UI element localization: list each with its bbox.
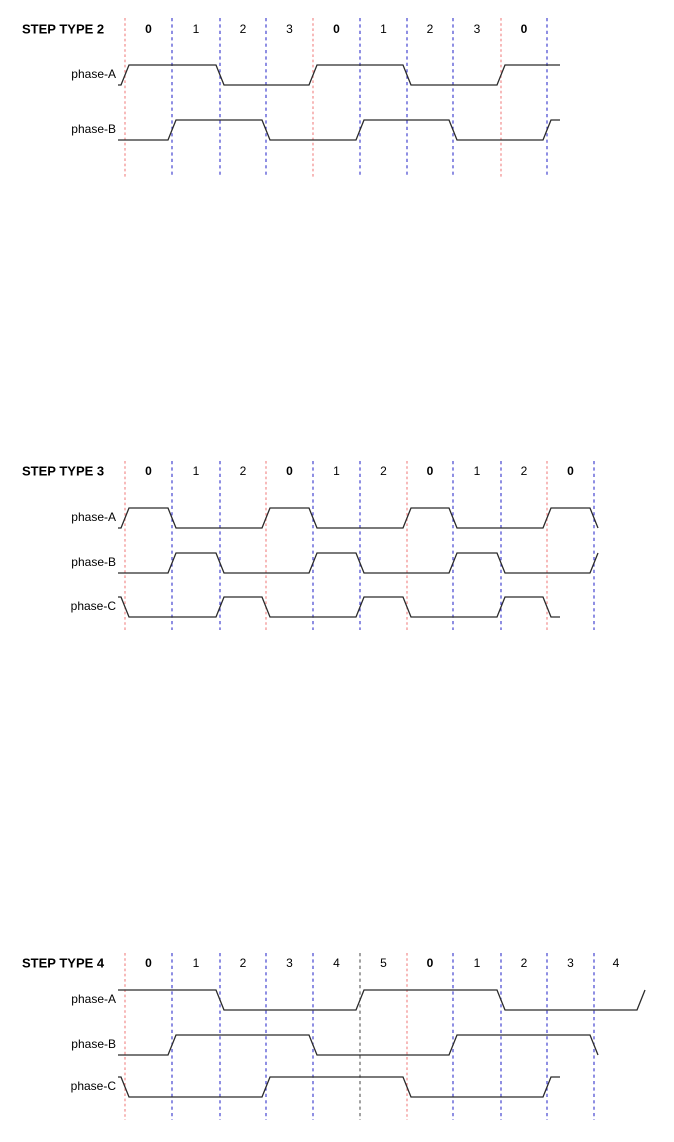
step-type-3-canvas: STEP TYPE 3 0 1 2 0 1 2 0 1 2 0 phase-A phase-B phase… <box>22 461 599 630</box>
step-label: 1 <box>193 22 200 36</box>
step-type-2-canvas: STEP TYPE 2 0 1 2 3 0 1 2 3 0 phase-A phase-B <box>22 18 560 178</box>
step-label: 2 <box>521 464 528 478</box>
waveform-phase-c <box>118 596 560 618</box>
step-label: 3 <box>567 956 574 970</box>
step-label: 3 <box>474 22 481 36</box>
timing-diagram-step-type-4: STEP TYPE 4 0 1 2 3 4 5 0 1 2 3 4 phase-A phase-B phas… <box>0 470 674 1120</box>
step-label: 0 <box>567 464 574 478</box>
step-label: 3 <box>286 956 293 970</box>
step-label: 0 <box>145 956 152 970</box>
phase-label: phase-B <box>71 1037 116 1051</box>
step-label: 0 <box>427 464 434 478</box>
step-type-4-title: STEP TYPE 4 <box>22 955 105 970</box>
step-type-4-canvas: STEP TYPE 4 0 1 2 3 4 5 0 1 2 3 4 phase-A phase-B phas… <box>22 953 646 1120</box>
step-label: 1 <box>193 464 200 478</box>
phase-label: phase-B <box>71 555 116 569</box>
step-label: 1 <box>333 464 340 478</box>
phase-label: phase-A <box>71 992 116 1006</box>
step-label: 0 <box>286 464 293 478</box>
step-label: 2 <box>521 956 528 970</box>
step-label: 0 <box>521 22 528 36</box>
step-label: 2 <box>240 956 247 970</box>
step-label: 4 <box>333 956 340 970</box>
waveform-phase-a <box>118 507 599 529</box>
waveform-phase-a <box>118 989 646 1011</box>
step-type-2-title: STEP TYPE 2 <box>22 21 104 36</box>
timing-diagram-step-type-2: STEP TYPE 2 0 1 2 3 0 1 2 3 0 phase-A phase-B <box>0 0 674 210</box>
step-label: 4 <box>613 956 620 970</box>
step-type-3-title: STEP TYPE 3 <box>22 463 104 478</box>
step-label: 2 <box>240 464 247 478</box>
step-label: 3 <box>286 22 293 36</box>
phase-label: phase-C <box>71 599 117 613</box>
step-label: 0 <box>145 22 152 36</box>
step-label: 1 <box>380 22 387 36</box>
timing-diagram-step-type-3: STEP TYPE 3 0 1 2 0 1 2 0 1 2 0 phase-A phase-B phase… <box>0 225 674 630</box>
step-label: 5 <box>380 956 387 970</box>
waveform-phase-b <box>118 119 560 141</box>
waveform-phase-a <box>118 64 560 86</box>
step-label: 0 <box>333 22 340 36</box>
step-label: 0 <box>427 956 434 970</box>
step-label: 1 <box>474 464 481 478</box>
step-label: 1 <box>193 956 200 970</box>
phase-label: phase-B <box>71 122 116 136</box>
step-label: 0 <box>145 464 152 478</box>
step-label: 2 <box>240 22 247 36</box>
waveform-phase-b <box>118 552 599 574</box>
step-label: 2 <box>380 464 387 478</box>
phase-label: phase-A <box>71 510 116 524</box>
waveform-phase-c <box>118 1076 560 1098</box>
phase-label: phase-C <box>71 1079 117 1093</box>
step-label: 1 <box>474 956 481 970</box>
phase-label: phase-A <box>71 67 116 81</box>
waveform-phase-b <box>118 1034 599 1056</box>
step-label: 2 <box>427 22 434 36</box>
